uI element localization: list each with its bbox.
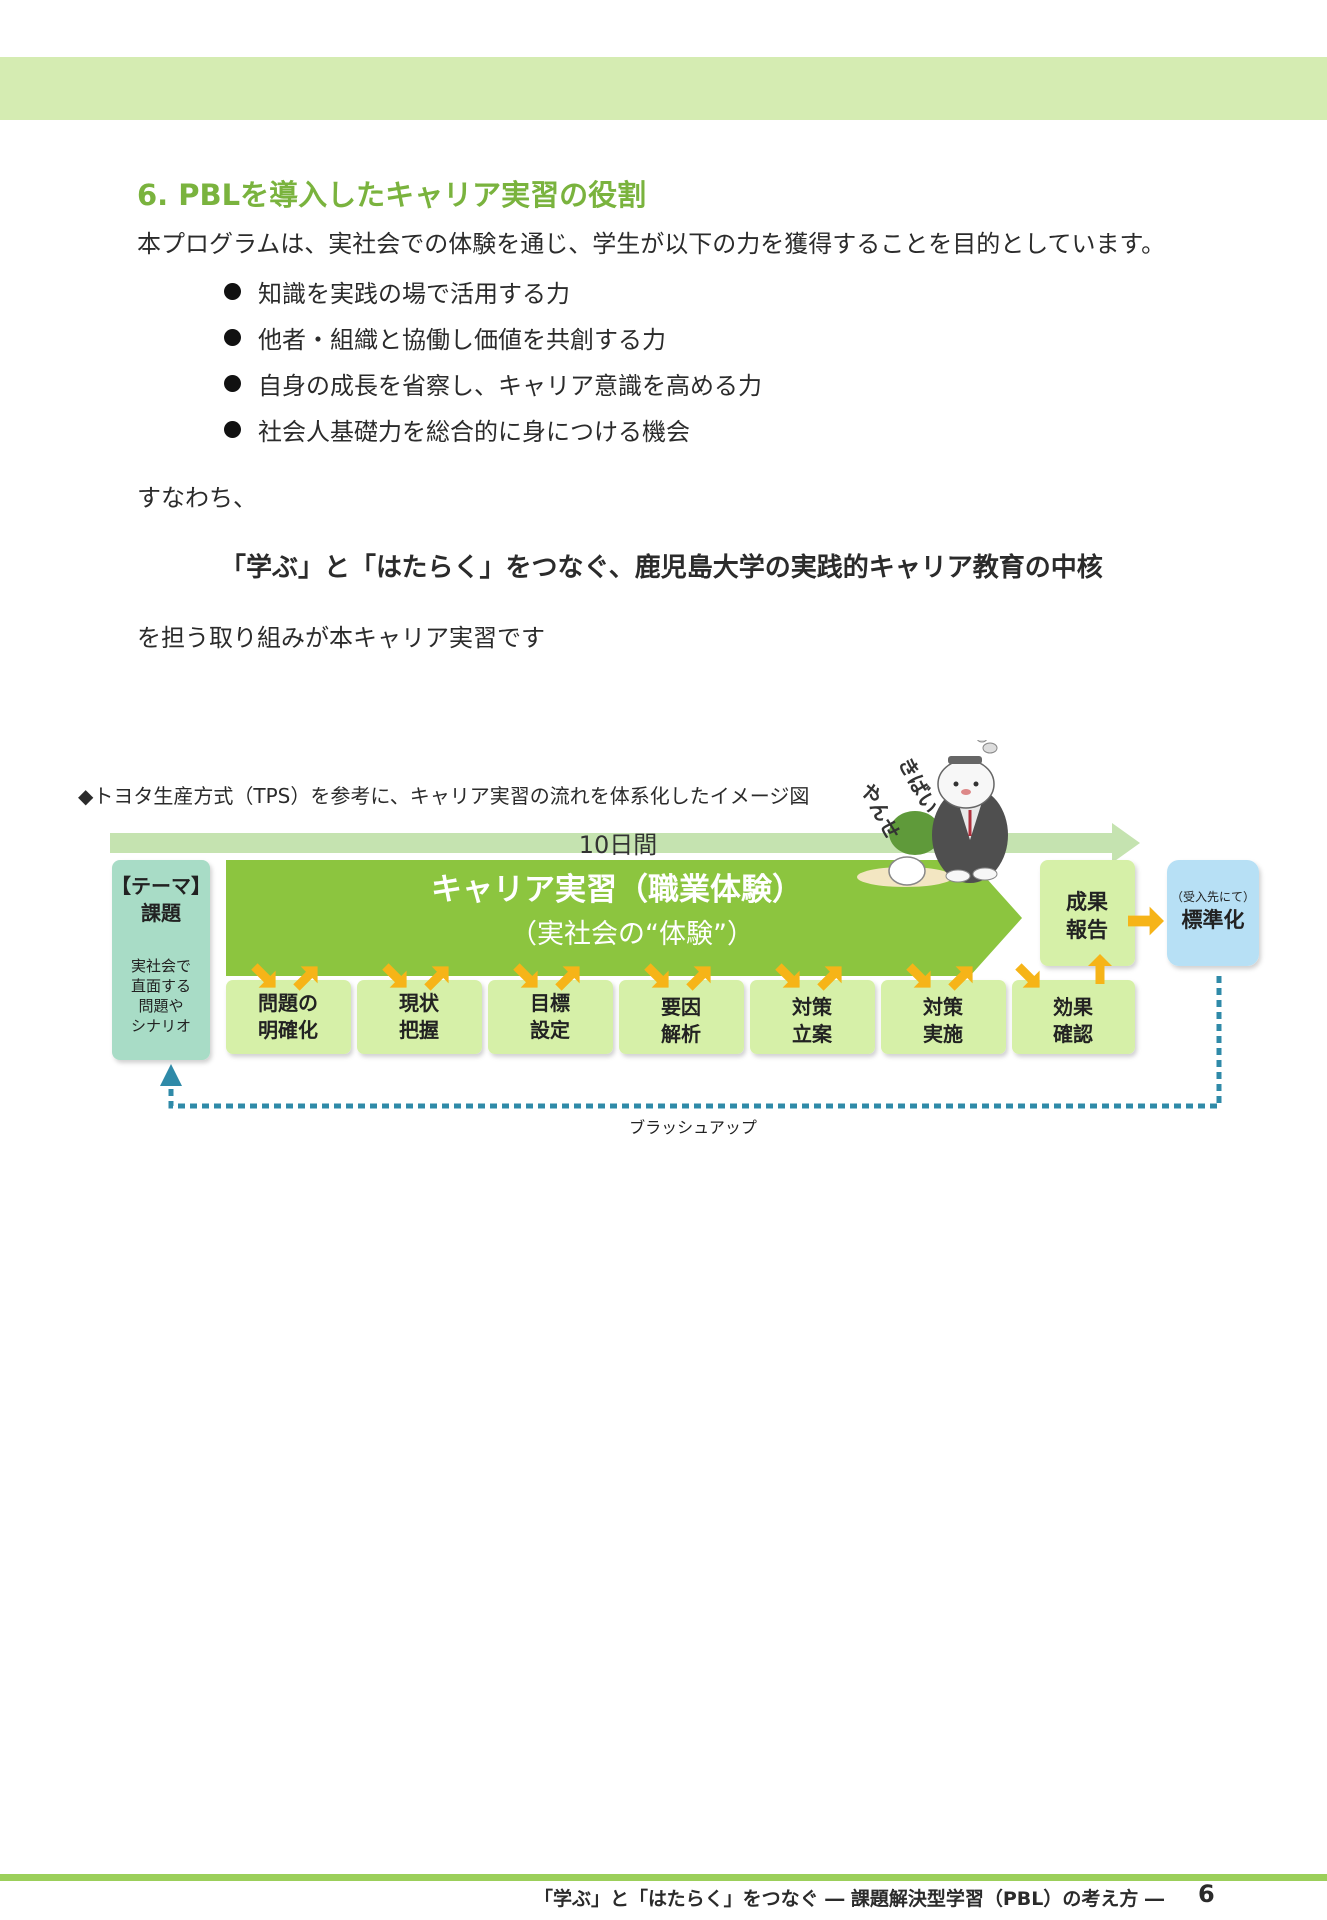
step-label: 目標 — [530, 991, 570, 1015]
core-statement: 「学ぶ」と「はたらく」をつなぐ、鹿児島大学の実践的キャリア教育の中核 — [220, 553, 1103, 583]
career-flow-diagram: 10日間 【テーマ】 課題 実社会で 直面する 問題や シナリオ キャリア実習（… — [110, 740, 1259, 1137]
main-process-arrow — [226, 860, 1022, 976]
report-box — [1040, 860, 1135, 966]
step-label: 対策 — [922, 995, 964, 1019]
step-label: 効果 — [1053, 995, 1093, 1019]
theme-title: 【テーマ】 — [111, 874, 211, 898]
list-item: 自身の成長を省察し、キャリア意識を高める力 — [224, 360, 762, 406]
theme-desc-line: シナリオ — [131, 1017, 191, 1035]
feedback-label: ブラッシュアップ — [629, 1118, 757, 1137]
arrow-up-icon — [160, 1064, 182, 1086]
list-item: 他者・組織と協働し価値を共創する力 — [224, 314, 762, 360]
step-label: 立案 — [792, 1022, 833, 1046]
theme-box — [112, 860, 210, 1060]
section-title: 6. PBLを導入したキャリア実習の役割 — [137, 178, 647, 212]
theme-desc-line: 問題や — [138, 997, 183, 1015]
bullet-icon — [224, 374, 241, 392]
report-label: 報告 — [1066, 918, 1108, 942]
bullet-icon — [224, 282, 241, 300]
mascot-speech: きばい — [894, 753, 943, 817]
list-item-text: 他者・組織と協働し価値を共創する力 — [258, 325, 666, 354]
theme-subtitle: 課題 — [141, 901, 182, 925]
list-item-text: 自身の成長を省察し、キャリア意識を高める力 — [258, 371, 762, 400]
standardization-box — [1167, 860, 1259, 966]
bullet-icon — [224, 420, 241, 438]
bullet-icon — [224, 328, 241, 346]
main-arrow-title: キャリア実習（職業体験） — [431, 872, 803, 908]
list-item: 社会人基礎力を総合的に身につける機会 — [224, 406, 762, 452]
step-label: 対策 — [791, 995, 833, 1019]
duration-label: 10日間 — [579, 831, 658, 859]
intro-text: 本プログラムは、実社会での体験を通じ、学生が以下の力を獲得することを目的としてい… — [137, 230, 1166, 258]
footer-line — [0, 1874, 1327, 1881]
step-label: 設定 — [530, 1018, 570, 1042]
standardization-label: 標準化 — [1182, 908, 1245, 932]
step-box — [619, 980, 744, 1054]
theme-desc-line: 直面する — [131, 977, 191, 995]
step-label: 実施 — [923, 1022, 963, 1046]
main-arrow-subtitle: （実社会の“体験”） — [510, 919, 754, 950]
step-label: 確認 — [1053, 1022, 1093, 1046]
timeline-arrow — [110, 823, 1140, 863]
step-label: 現状 — [399, 991, 440, 1015]
list-item-text: 社会人基礎力を総合的に身につける機会 — [258, 417, 690, 446]
footer-text: 「学ぶ」と「はたらく」をつなぐ ― 課題解決型学習（PBL）の考え方 ― — [534, 1888, 1164, 1910]
step-label: 解析 — [661, 1022, 701, 1046]
step-label: 問題の — [258, 991, 318, 1015]
step-box — [1012, 980, 1135, 1054]
list-item: 知識を実践の場で活用する力 — [224, 268, 762, 314]
page-number: 6 — [1198, 1880, 1215, 1908]
step-box — [357, 980, 482, 1054]
closing-text: を担う取り組みが本キャリア実習です — [137, 624, 545, 652]
report-label: 成果 — [1066, 890, 1108, 914]
step-label: 要因 — [661, 995, 701, 1019]
feedback-loop — [160, 976, 1222, 1109]
goal-list: 知識を実践の場で活用する力 他者・組織と協働し価値を共創する力 自身の成長を省察… — [224, 268, 762, 452]
step-box — [226, 980, 351, 1054]
step-box — [881, 980, 1006, 1054]
theme-desc-line: 実社会で — [131, 957, 191, 975]
header-band — [0, 57, 1327, 120]
standardization-note: （受入先にて） — [1171, 890, 1255, 904]
step-label: 把握 — [399, 1018, 439, 1042]
namely-text: すなわち、 — [137, 484, 257, 512]
figure-caption: ◆トヨタ生産方式（TPS）を参考に、キャリア実習の流れを体系化したイメージ図 — [78, 784, 810, 808]
list-item-text: 知識を実践の場で活用する力 — [258, 279, 570, 308]
step-box — [488, 980, 613, 1054]
mascot-illustration — [857, 740, 1008, 887]
step-label: 明確化 — [258, 1018, 318, 1042]
step-box — [750, 980, 875, 1054]
